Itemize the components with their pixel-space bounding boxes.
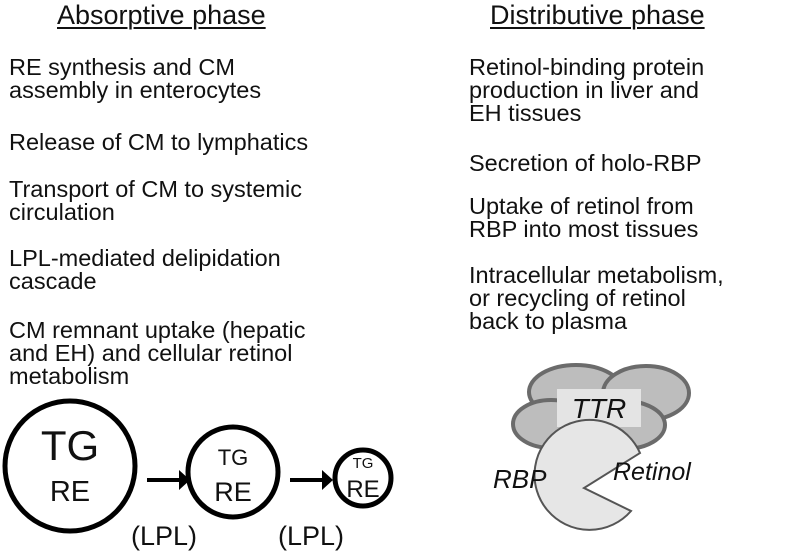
absorptive-step-4: LPL-mediated delipidation cascade — [9, 245, 281, 294]
remnant-tg-label: TG — [218, 445, 249, 470]
distributive-phase-heading: Distributive phase — [490, 0, 705, 30]
distributive-step-2: Secretion of holo-RBP — [469, 150, 702, 176]
chylomicron-tg-label: TG — [41, 422, 99, 469]
lpl-label-1: (LPL) — [131, 521, 197, 551]
small-remnant-tg-label: TG — [353, 455, 374, 472]
lpl-label-2: (LPL) — [278, 521, 344, 551]
small-remnant-particle — [332, 447, 394, 509]
holo-rbp-ttr-complex: TTR RBP Retinol — [493, 363, 692, 531]
absorptive-step-2: Release of CM to lymphatics — [9, 129, 309, 155]
distributive-step-4: Intracellular metabolism, or recycling o… — [469, 262, 724, 334]
chylomicron-particle — [2, 398, 138, 534]
rbp-shape — [533, 418, 642, 531]
chylomicron-remnant-particle — [185, 424, 281, 520]
ttr-label: TTR — [572, 393, 626, 424]
arrow-2-head — [322, 470, 333, 490]
distributive-step-3: Uptake of retinol from RBP into most tis… — [469, 193, 699, 242]
small-remnant-re-label: RE — [346, 476, 379, 503]
distributive-step-1: Retinol-binding protein production in li… — [469, 54, 705, 126]
absorptive-phase-heading: Absorptive phase — [57, 0, 266, 30]
chylomicron-cascade: TG RE TG RE TG RE (LPL) (LPL) — [2, 398, 394, 551]
absorptive-step-1: RE synthesis and CM assembly in enterocy… — [9, 54, 262, 103]
rbp-label: RBP — [493, 464, 547, 494]
arrow-1-head — [179, 470, 190, 490]
remnant-re-label: RE — [214, 477, 252, 507]
absorptive-step-5: CM remnant uptake (hepatic and EH) and c… — [9, 317, 306, 389]
chylomicron-re-label: RE — [50, 476, 90, 508]
absorptive-step-3: Transport of CM to systemic circulation — [9, 176, 302, 225]
retinol-label: Retinol — [613, 458, 692, 486]
